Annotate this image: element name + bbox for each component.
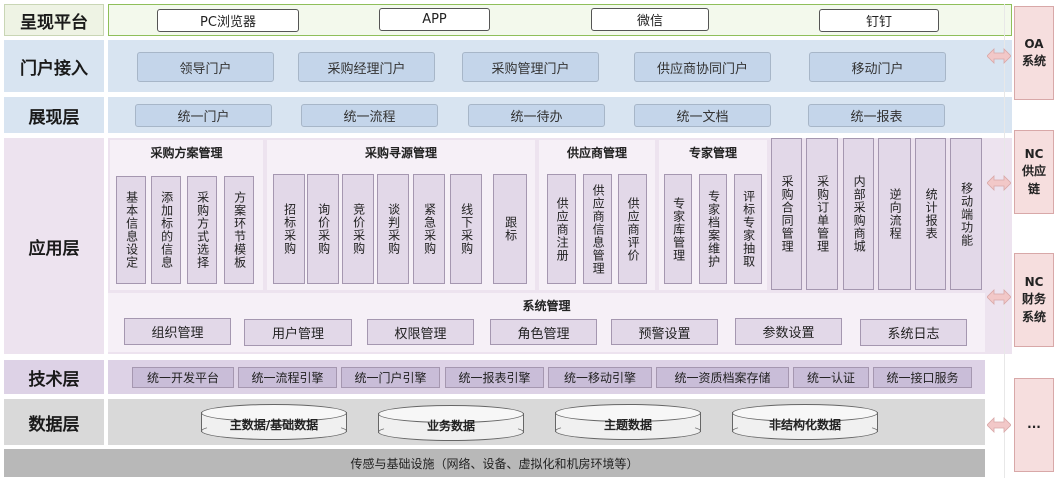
app-item-supplier-info: 供应商信息管理	[583, 174, 612, 284]
side-system-nc-supply: NC供应链	[1014, 130, 1054, 214]
arrow-oa	[987, 48, 1011, 64]
app-module-internal-mall: 内部采购商城	[843, 138, 874, 290]
sys-item-params: 参数设置	[735, 318, 842, 345]
sys-item-role: 角色管理	[490, 319, 597, 345]
side-panel-divider	[1004, 4, 1005, 478]
double-arrow-icon	[987, 289, 1011, 305]
app-module-reverse-flow: 逆向流程	[878, 138, 911, 290]
side-system-nc-finance: NC财务系统	[1014, 253, 1054, 347]
app-group-title: 采购寻源管理	[364, 145, 437, 160]
app-item-basic-info: 基本信息设定	[116, 176, 146, 284]
arrow-nc-supply	[987, 175, 1011, 191]
data-cylinder-label: 业务数据	[426, 418, 475, 433]
presentation-layer-label: 呈现平台	[4, 4, 104, 36]
app-item-urgent: 紧急采购	[413, 174, 445, 284]
app-group-title: 采购方案管理	[150, 145, 223, 160]
data-layer-label: 数据层	[4, 399, 104, 445]
tech-item-archive-storage: 统一资质档案存储	[656, 367, 789, 388]
display-item-docs: 统一文档	[634, 104, 771, 127]
double-arrow-icon	[987, 417, 1011, 433]
portal-item-purchasing-admin: 采购管理门户	[462, 52, 599, 82]
presentation-item-dingtalk: 钉钉	[819, 9, 939, 32]
tech-item-auth: 统一认证	[793, 367, 869, 388]
display-item-workflow: 统一流程	[301, 104, 438, 127]
sys-item-user: 用户管理	[244, 319, 352, 346]
tech-item-workflow-engine: 统一流程引擎	[238, 367, 337, 388]
double-arrow-icon	[987, 175, 1011, 191]
app-group-sourcing-mgmt: 采购寻源管理 招标采购 询价采购 竞价采购 谈判采购 紧急采购 线下采购 跟标	[267, 140, 535, 290]
sys-item-alert: 预警设置	[611, 319, 718, 345]
portal-layer-label: 门户接入	[4, 40, 104, 92]
app-module-statistics: 统计报表	[915, 138, 946, 290]
display-item-portal: 统一门户	[135, 104, 272, 127]
app-item-expert-draw: 评标专家抽取	[734, 174, 762, 284]
tech-item-dev-platform: 统一开发平台	[132, 367, 234, 388]
app-item-inquiry: 询价采购	[307, 174, 339, 284]
app-item-plan-template: 方案环节模板	[224, 176, 254, 284]
app-module-mobile: 移动端功能	[950, 138, 982, 290]
app-item-method-select: 采购方式选择	[187, 176, 217, 284]
sys-item-org: 组织管理	[124, 318, 231, 345]
app-item-offline: 线下采购	[450, 174, 482, 284]
data-cylinder-unstructured: 非结构化数据	[732, 404, 878, 440]
display-item-todo: 统一待办	[468, 104, 605, 127]
app-item-supplier-register: 供应商注册	[547, 174, 576, 284]
app-group-expert-mgmt: 专家管理 专家库管理 专家档案维护 评标专家抽取	[659, 140, 767, 290]
data-cylinder-label: 主题数据	[603, 417, 652, 432]
double-arrow-icon	[987, 48, 1011, 64]
app-item-negotiation: 谈判采购	[377, 174, 409, 284]
app-item-expert-archive: 专家档案维护	[699, 174, 727, 284]
app-group-title: 专家管理	[688, 145, 737, 160]
tech-item-portal-engine: 统一门户引擎	[341, 367, 440, 388]
data-cylinder-subject: 主题数据	[555, 404, 701, 440]
portal-item-mobile: 移动门户	[809, 52, 946, 82]
app-item-follow-bid: 跟标	[493, 174, 527, 284]
arrow-other	[987, 417, 1011, 433]
arrow-nc-finance	[987, 289, 1011, 305]
data-cylinder-label: 主数据/基础数据	[229, 417, 319, 432]
side-system-oa: OA系统	[1014, 6, 1054, 100]
app-module-order: 采购订单管理	[806, 138, 838, 290]
system-mgmt-title: 系统管理	[522, 298, 571, 313]
presentation-item-app: APP	[379, 8, 490, 31]
sys-item-logs: 系统日志	[860, 319, 967, 346]
app-group-plan-mgmt: 采购方案管理 基本信息设定 添加标的信息 采购方式选择 方案环节模板	[110, 140, 263, 290]
infrastructure-bar: 传感与基础设施（网络、设备、虚拟化和机房环境等）	[4, 449, 985, 477]
display-layer-label: 展现层	[4, 97, 104, 133]
app-item-expert-library: 专家库管理	[664, 174, 692, 284]
tech-item-api-service: 统一接口服务	[873, 367, 972, 388]
data-cylinder-business: 业务数据	[378, 405, 524, 441]
side-system-other: ...	[1014, 378, 1054, 472]
tech-item-report-engine: 统一报表引擎	[445, 367, 544, 388]
tech-layer-label: 技术层	[4, 360, 104, 394]
application-layer-label: 应用层	[4, 138, 104, 354]
presentation-item-pc-browser: PC浏览器	[157, 9, 299, 32]
app-item-bidding: 竞价采购	[342, 174, 374, 284]
app-item-supplier-eval: 供应商评价	[618, 174, 647, 284]
app-item-add-target: 添加标的信息	[151, 176, 181, 284]
tech-item-mobile-engine: 统一移动引擎	[548, 367, 652, 388]
data-cylinder-master: 主数据/基础数据	[201, 404, 347, 440]
data-cylinder-label: 非结构化数据	[768, 417, 841, 432]
app-module-contract: 采购合同管理	[771, 138, 802, 290]
portal-item-leader: 领导门户	[137, 52, 274, 82]
app-group-supplier-mgmt: 供应商管理 供应商注册 供应商信息管理 供应商评价	[539, 140, 655, 290]
app-group-title: 供应商管理	[566, 145, 627, 160]
sys-item-permission: 权限管理	[367, 319, 474, 345]
presentation-item-wechat: 微信	[591, 8, 709, 31]
portal-item-purchasing-manager: 采购经理门户	[298, 52, 435, 82]
app-item-tender: 招标采购	[273, 174, 305, 284]
portal-item-supplier-collab: 供应商协同门户	[634, 52, 771, 82]
display-item-reports: 统一报表	[808, 104, 945, 127]
